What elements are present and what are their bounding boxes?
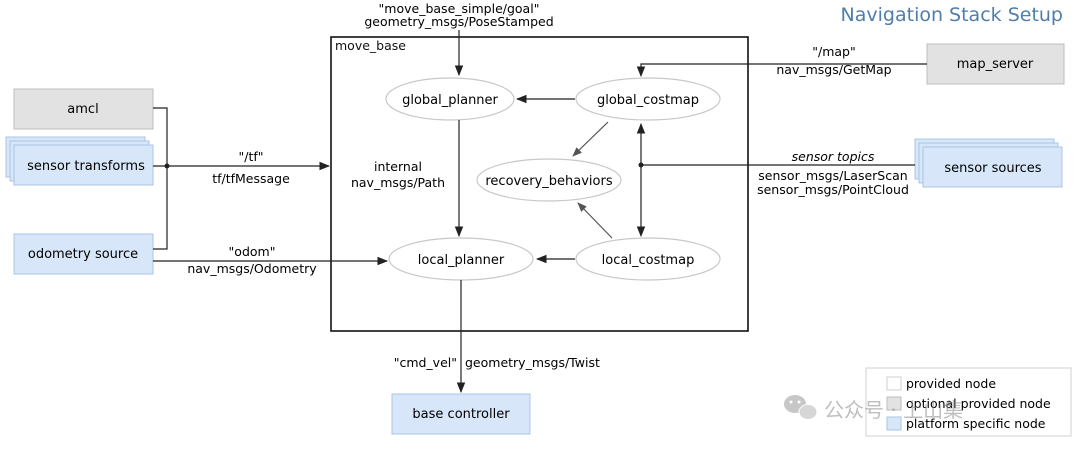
node-local-planner: local_planner xyxy=(388,237,534,281)
node-sensor-sources: sensor sources xyxy=(914,138,1063,188)
legend-provided-label: provided node xyxy=(906,376,996,391)
legend-platform-label: platform specific node xyxy=(906,416,1046,431)
goal-topic-label: "move_base_simple/goal" xyxy=(379,1,540,16)
recovery-behaviors-label: recovery_behaviors xyxy=(485,174,612,189)
map-type-label: nav_msgs/GetMap xyxy=(776,62,891,77)
global-planner-label: global_planner xyxy=(402,93,498,108)
node-recovery-behaviors: recovery_behaviors xyxy=(476,158,622,202)
sensor-transforms-label: sensor transforms xyxy=(27,159,145,174)
amcl-label: amcl xyxy=(67,102,98,117)
edge-global-costmap-to-recovery xyxy=(572,121,609,157)
odom-topic-label: "odom" xyxy=(229,244,276,259)
internal-label: internal xyxy=(374,159,422,174)
global-costmap-label: global_costmap xyxy=(597,93,699,108)
node-global-planner: global_planner xyxy=(385,77,515,121)
node-global-costmap: global_costmap xyxy=(575,77,721,121)
map-server-label: map_server xyxy=(957,57,1034,72)
edge-map xyxy=(636,63,927,78)
node-odometry-source: odometry source xyxy=(13,233,154,275)
internal-type-label: nav_msgs/Path xyxy=(351,175,445,190)
tf-type-label: tf/tfMessage xyxy=(212,171,290,186)
legend-optional-label: optional provided node xyxy=(906,396,1051,411)
legend-swatch-optional xyxy=(886,396,902,411)
legend: provided node optional provided node pla… xyxy=(865,367,1072,437)
watermark: 公众号 · 上山集 xyxy=(784,395,963,422)
edge-local-costmap-to-recovery xyxy=(577,202,613,239)
cmd-vel-topic-label: "cmd_vel" xyxy=(394,355,457,370)
legend-swatch-provided xyxy=(886,376,902,391)
move-base-label: move_base xyxy=(335,38,406,53)
legend-swatch-platform xyxy=(886,416,902,431)
sensor-type-pointcloud: sensor_msgs/PointCloud xyxy=(757,182,909,197)
odom-type-label: nav_msgs/Odometry xyxy=(187,261,317,276)
base-controller-label: base controller xyxy=(412,407,510,422)
sensor-type-laserscan: sensor_msgs/LaserScan xyxy=(758,168,907,183)
watermark-text: 公众号 · 上山集 xyxy=(824,398,963,422)
node-sensor-transforms: sensor transforms xyxy=(5,136,154,186)
bus-junction-right xyxy=(638,162,644,168)
diagram-title: Navigation Stack Setup xyxy=(841,4,1063,26)
move-base-container xyxy=(330,36,749,332)
sensor-sources-label: sensor sources xyxy=(944,161,1041,176)
cmd-vel-type-label: geometry_msgs/Twist xyxy=(465,355,600,370)
node-map-server: map_server xyxy=(926,43,1065,85)
tf-topic-label: "/tf" xyxy=(238,149,263,164)
wechat-icon xyxy=(784,395,818,420)
bus-junction-left xyxy=(164,163,170,169)
goal-type-label: geometry_msgs/PoseStamped xyxy=(364,14,553,29)
node-base-controller: base controller xyxy=(391,393,531,435)
local-planner-label: local_planner xyxy=(418,253,505,268)
map-topic-label: "/map" xyxy=(812,44,855,59)
local-costmap-label: local_costmap xyxy=(602,253,695,268)
edge-amcl-bus xyxy=(153,107,168,250)
node-local-costmap: local_costmap xyxy=(575,237,721,281)
node-amcl: amcl xyxy=(13,88,154,130)
odometry-source-label: odometry source xyxy=(28,247,138,262)
sensor-topics-title: sensor topics xyxy=(792,149,875,164)
